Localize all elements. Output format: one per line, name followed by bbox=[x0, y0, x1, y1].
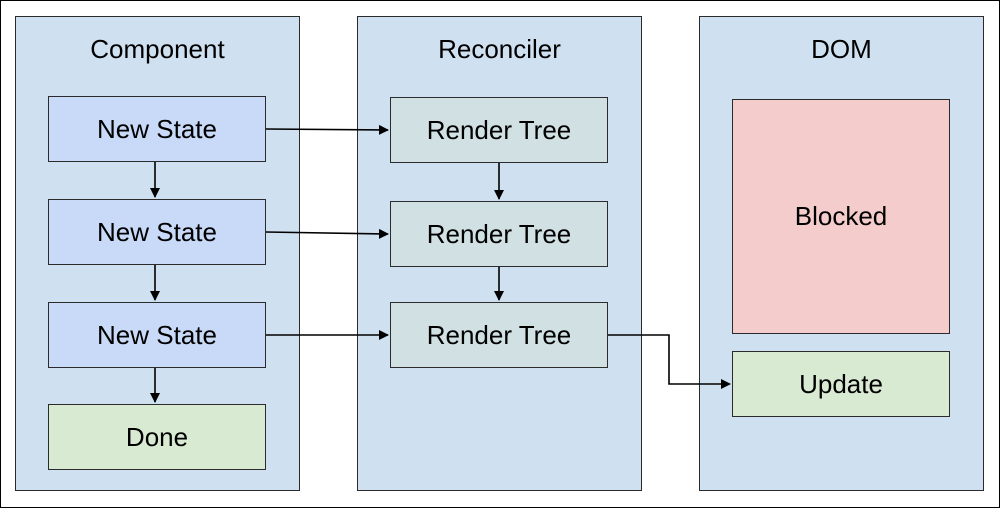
done-box: Done bbox=[48, 404, 266, 470]
blocked-box: Blocked bbox=[732, 99, 950, 334]
new-state-box-3: New State bbox=[48, 302, 266, 368]
dom-title: DOM bbox=[811, 34, 872, 64]
component-title: Component bbox=[90, 34, 225, 64]
render-tree-box-1: Render Tree bbox=[390, 97, 608, 163]
update-box: Update bbox=[732, 351, 950, 417]
new-state-box-1: New State bbox=[48, 96, 266, 162]
new-state-box-2: New State bbox=[48, 199, 266, 265]
render-tree-box-2: Render Tree bbox=[390, 201, 608, 267]
reconciler-title: Reconciler bbox=[438, 34, 561, 64]
render-tree-box-3: Render Tree bbox=[390, 302, 608, 368]
